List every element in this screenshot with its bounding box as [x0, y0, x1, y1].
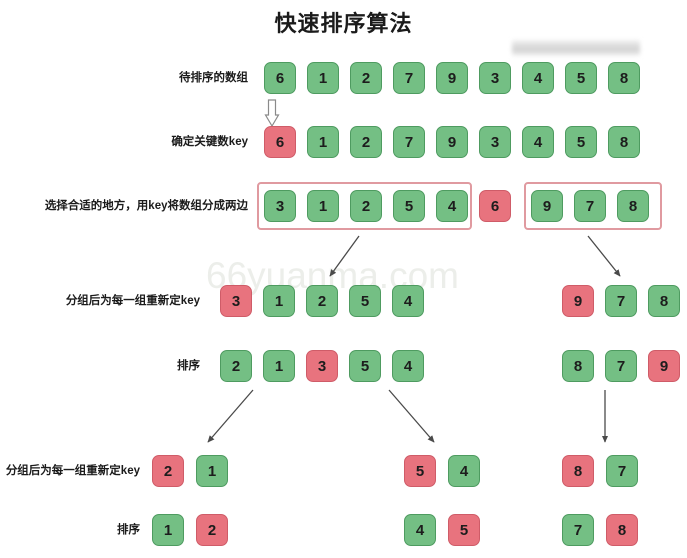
cell-group-row5-left-4: 4 — [392, 350, 424, 382]
cell-group-row3-left-1: 1 — [307, 190, 339, 222]
cell-group-row7-b-1: 5 — [448, 514, 480, 546]
row-label-row5-sort: 排序 — [177, 360, 200, 372]
cell-group-row5-left-0: 2 — [220, 350, 252, 382]
cell-group-row5-right-1: 7 — [605, 350, 637, 382]
cell-group-row4-left-2: 2 — [306, 285, 338, 317]
cell-group-row1-6: 4 — [522, 62, 554, 94]
cell-group-row7-c-1: 8 — [606, 514, 638, 546]
cell-group-row1-5: 3 — [479, 62, 511, 94]
row-label-row1-unsorted-array: 待排序的数组 — [179, 72, 248, 84]
arrow-right-branch — [587, 235, 621, 277]
cell-group-row3-right-0: 9 — [531, 190, 563, 222]
cell-group-row2-3: 7 — [393, 126, 425, 158]
cell-group-row5-right-2: 9 — [648, 350, 680, 382]
cell-group-row4-right-1: 7 — [605, 285, 637, 317]
cell-group-row4-right-0: 9 — [562, 285, 594, 317]
cell-group-row3-left-2: 2 — [350, 190, 382, 222]
cell-group-row3-right-1: 7 — [574, 190, 606, 222]
cell-group-row4-left-1: 1 — [263, 285, 295, 317]
row-label-row4-regroup-key: 分组后为每一组重新定key — [65, 295, 200, 307]
cell-group-row5-left-1: 1 — [263, 350, 295, 382]
arrow-left-right-branch — [388, 389, 435, 443]
cell-group-row2-4: 9 — [436, 126, 468, 158]
cell-group-row2-2: 2 — [350, 126, 382, 158]
partition-left — [257, 182, 472, 230]
cell-group-row7-b-0: 4 — [404, 514, 436, 546]
cell-group-row4-left-4: 4 — [392, 285, 424, 317]
cell-group-row5-right-0: 8 — [562, 350, 594, 382]
page-title: 快速排序算法 — [274, 11, 413, 36]
cell-group-row4-right-2: 8 — [648, 285, 680, 317]
cell-group-row3-left-4: 4 — [436, 190, 468, 222]
row-label-row2-choose-key: 确定关键数key — [171, 136, 248, 148]
cell-group-row2-1: 1 — [307, 126, 339, 158]
cell-group-row1-7: 5 — [565, 62, 597, 94]
cell-group-row4-left-0: 3 — [220, 285, 252, 317]
cell-group-row1-3: 7 — [393, 62, 425, 94]
row-label-row6-regroup-key: 分组后为每一组重新定key — [5, 465, 140, 477]
cell-group-row2-6: 4 — [522, 126, 554, 158]
partition-right — [524, 182, 662, 230]
arrow-key-select — [264, 99, 280, 128]
cell-group-row2-8: 8 — [608, 126, 640, 158]
cell-group-row7-a-0: 1 — [152, 514, 184, 546]
cell-group-row1-4: 9 — [436, 62, 468, 94]
cell-group-row1-1: 1 — [307, 62, 339, 94]
row-label-row3-partition: 选择合适的地方，用key将数组分成两边 — [44, 200, 248, 212]
redacted-text-bar — [512, 40, 640, 56]
arrow-left-left-branch — [207, 389, 254, 443]
cell-group-row6-a-1: 1 — [196, 455, 228, 487]
cell-group-row6-b-0: 5 — [404, 455, 436, 487]
cell-group-row6-a-0: 2 — [152, 455, 184, 487]
cell-group-row5-left-2: 3 — [306, 350, 338, 382]
cell-group-row7-c-0: 7 — [562, 514, 594, 546]
row-label-row7-sort: 排序 — [117, 524, 140, 536]
cell-group-row1-0: 6 — [264, 62, 296, 94]
cell-group-row4-left-3: 5 — [349, 285, 381, 317]
cell-group-row7-a-1: 2 — [196, 514, 228, 546]
cell-group-row3-pivot-0: 6 — [479, 190, 511, 222]
cell-group-row2-5: 3 — [479, 126, 511, 158]
cell-group-row3-left-3: 5 — [393, 190, 425, 222]
cell-group-row1-8: 8 — [608, 62, 640, 94]
cell-group-row6-b-1: 4 — [448, 455, 480, 487]
cell-group-row6-c-0: 8 — [562, 455, 594, 487]
cell-group-row2-7: 5 — [565, 126, 597, 158]
cell-group-row3-right-2: 8 — [617, 190, 649, 222]
cell-group-row1-2: 2 — [350, 62, 382, 94]
cell-group-row2-0: 6 — [264, 126, 296, 158]
cell-group-row6-c-1: 7 — [606, 455, 638, 487]
cell-group-row5-left-3: 5 — [349, 350, 381, 382]
cell-group-row3-left-0: 3 — [264, 190, 296, 222]
